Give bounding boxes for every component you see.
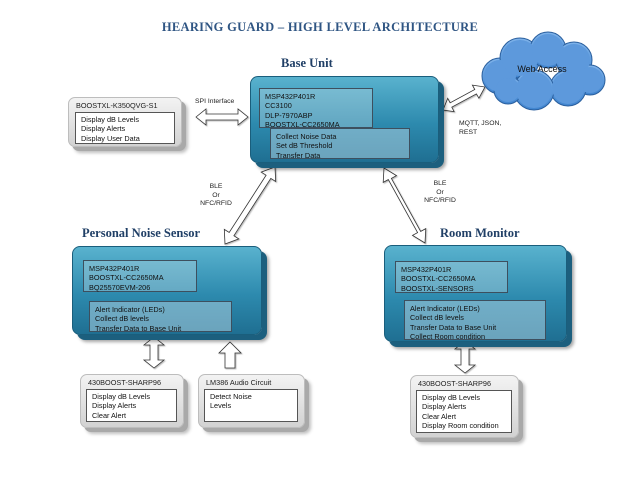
sharp96-right-items: Display dB Levels Display Alerts Clear A… xyxy=(416,390,512,433)
boostxl-k350-items: Display dB Levels Display Alerts Display… xyxy=(75,112,175,144)
page-title: HEARING GUARD – HIGH LEVEL ARCHITECTURE xyxy=(161,20,479,34)
ble-label-line: Or xyxy=(212,191,220,199)
lm386-box: LM386 Audio Circuit Detect Noise Levels xyxy=(198,374,305,428)
mqtt-label-line: MQTT, JSON, xyxy=(459,120,502,127)
list-item: Display User Data xyxy=(81,133,140,143)
ble-label-line: BLE xyxy=(209,183,223,190)
function-item: Collect Noise Data xyxy=(276,132,337,141)
pns-sharp96-arrow xyxy=(142,336,166,369)
ble-label-line: NFC/RFID xyxy=(200,200,232,208)
ble-label-line: BLE xyxy=(433,180,447,187)
function-item: Collect dB levels xyxy=(410,313,464,323)
personal-noise-sensor-title: Personal Noise Sensor xyxy=(82,226,201,240)
component-item: BOOSTXL-CC2650MA xyxy=(401,274,476,284)
component-item: BOOSTXL-CC2650MA xyxy=(265,120,340,130)
spi-arrow xyxy=(195,108,249,126)
function-item: Set dB Threshold xyxy=(276,141,333,151)
room-monitor-unit: MSP432P401R BOOSTXL-CC2650MA BOOSTXL-SEN… xyxy=(384,245,567,342)
pns-components: MSP432P401R BOOSTXL-CC2650MA BQ25570EVM-… xyxy=(83,260,197,292)
component-item: MSP432P401R xyxy=(89,264,140,273)
web-access-cloud: Web Access xyxy=(481,31,606,111)
rm-functions: Alert Indicator (LEDs) Collect dB levels… xyxy=(404,300,546,342)
sharp96-right-title: 430BOOST-SHARP96 xyxy=(418,379,492,388)
list-item: Detect Noise xyxy=(210,392,252,401)
boostxl-k350-box: BOOSTXL-K350QVG-S1 Display dB Levels Dis… xyxy=(68,97,182,147)
ble-label-line: NFC/RFID xyxy=(424,197,456,205)
ble-left-label: BLE Or NFC/RFID xyxy=(199,183,233,209)
sharp96-left-items: Display dB Levels Display Alerts Clear A… xyxy=(86,389,177,422)
function-item: Transfer Data to Base Unit xyxy=(95,323,182,333)
lm386-arrow xyxy=(218,341,242,369)
ble-right-arrow xyxy=(382,167,427,244)
base-unit-title: Base Unit xyxy=(281,56,333,70)
lm386-items: Detect Noise Levels xyxy=(204,389,298,422)
sharp96-right-box: 430BOOST-SHARP96 Display dB Levels Displ… xyxy=(410,375,519,438)
mqtt-arrow xyxy=(442,84,486,113)
spi-interface-label: SPI Interface xyxy=(195,98,235,105)
sharp96-left-title: 430BOOST-SHARP96 xyxy=(88,378,162,387)
list-item: Display dB Levels xyxy=(81,115,139,124)
mqtt-label-line: REST xyxy=(459,128,478,136)
ble-label-line: Or xyxy=(436,188,444,196)
list-item: Display Alerts xyxy=(92,401,137,411)
base-unit: MSP432P401R CC3100 DLP-7970ABP BOOSTXL-C… xyxy=(250,76,439,163)
room-monitor-title: Room Monitor xyxy=(440,226,520,240)
list-item: Display dB Levels xyxy=(92,392,150,401)
component-item: MSP432P401R xyxy=(401,265,452,274)
list-item: Display dB Levels xyxy=(422,393,480,402)
list-item: Display Alerts xyxy=(81,124,126,134)
component-item: BOOSTXL-CC2650MA xyxy=(89,273,164,283)
base-unit-components: MSP432P401R CC3100 DLP-7970ABP BOOSTXL-C… xyxy=(259,88,373,130)
function-item: Transfer Data to Base Unit xyxy=(410,322,497,332)
sharp96-left-box: 430BOOST-SHARP96 Display dB Levels Displ… xyxy=(80,374,184,428)
personal-noise-sensor-unit: MSP432P401R BOOSTXL-CC2650MA BQ25570EVM-… xyxy=(72,246,262,335)
ble-right-label: BLE Or NFC/RFID xyxy=(423,180,457,206)
rm-sharp96-arrow xyxy=(453,340,477,374)
component-item: BOOSTXL-SENSORS xyxy=(401,283,474,293)
list-item: Clear Alert xyxy=(92,410,127,420)
component-item: MSP432P401R xyxy=(265,92,316,101)
lm386-title: LM386 Audio Circuit xyxy=(206,378,272,387)
function-item: Transfer Data xyxy=(276,150,321,160)
function-item: Collect dB levels xyxy=(95,314,149,324)
web-access-label: Web Access xyxy=(517,64,567,74)
function-item: Alert Indicator (LEDs) xyxy=(95,305,165,314)
list-item: Display Room condition xyxy=(422,421,499,431)
boostxl-k350-title: BOOSTXL-K350QVG-S1 xyxy=(76,101,158,110)
rm-components: MSP432P401R BOOSTXL-CC2650MA BOOSTXL-SEN… xyxy=(395,261,508,293)
list-item: Display Alerts xyxy=(422,402,467,412)
pns-functions: Alert Indicator (LEDs) Collect dB levels… xyxy=(89,301,232,333)
ble-left-arrow xyxy=(223,166,277,245)
component-item: CC3100 xyxy=(265,101,292,111)
function-item: Alert Indicator (LEDs) xyxy=(410,304,480,313)
function-item: Collect Room condition xyxy=(410,332,486,342)
mqtt-label: MQTT, JSON, REST xyxy=(459,120,501,137)
base-unit-functions: Collect Noise Data Set dB Threshold Tran… xyxy=(270,128,410,160)
component-item: DLP-7970ABP xyxy=(265,110,313,120)
component-item: BQ25570EVM-206 xyxy=(89,282,151,292)
list-item: Clear Alert xyxy=(422,411,457,421)
list-item: Levels xyxy=(210,401,232,411)
